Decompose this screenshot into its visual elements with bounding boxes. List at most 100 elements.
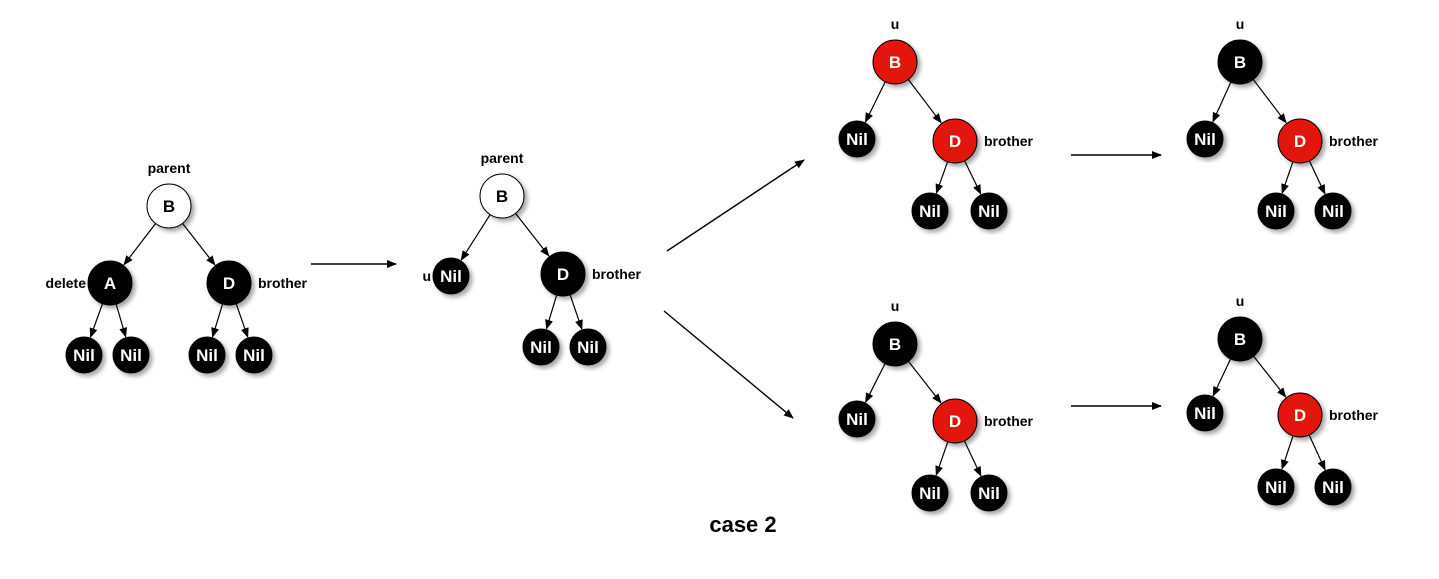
node-label: Nil [577,338,599,357]
edge-D-n3 [211,303,224,338]
node-label: Nil [196,346,218,365]
edge-B-D [182,222,216,266]
node-label: Nil [1322,202,1344,221]
tree-node-n2: Nil [970,474,1008,512]
node-label: B [163,197,175,216]
node-circle [569,328,607,366]
node-circle [540,251,586,297]
node-label: Nil [73,346,95,365]
node-label: A [104,274,116,293]
node-circle [1314,468,1352,506]
tree-node-n2: Nil [569,328,607,366]
node-annotation: brother [984,413,1034,429]
node-label: Nil [1194,130,1216,149]
node-label: Nil [530,338,552,357]
edge-D-n1 [935,441,949,476]
tree-node-B: Bu [872,298,918,367]
node-annotation: parent [148,160,191,176]
node-label: Nil [919,484,941,503]
node-circle [522,328,560,366]
node-label: Nil [846,410,868,429]
edge-D-n2 [963,440,982,477]
node-label: Nil [120,346,142,365]
node-circle [932,398,978,444]
node-label: D [1294,132,1306,151]
edge-B-D [1252,79,1287,124]
edge-D-n2 [1308,160,1326,195]
node-circle [1314,192,1352,230]
edge-B-L [864,81,886,123]
edge-D-n2 [964,160,982,195]
node-circle [206,260,252,306]
tree-node-n2: Nil [1314,468,1352,506]
node-circle [146,183,192,229]
node-circle [838,400,876,438]
edge-D-n2 [569,294,583,330]
transition-arrow-after-delete-to-top-before [666,159,805,252]
node-circle [1217,39,1263,85]
edge-B-D [908,360,942,404]
node-circle [932,118,978,164]
node-label: D [1294,406,1306,425]
tree-node-n1: Nil [522,328,560,366]
tree-node-B: Bu [1217,293,1263,362]
edge-B-L [865,363,886,403]
caption: case 2 [709,512,776,537]
node-circle [112,336,150,374]
node-annotation: brother [1329,133,1379,149]
node-label: D [949,412,961,431]
node-circle [1257,468,1295,506]
node-label: Nil [919,202,941,221]
node-annotation: brother [258,275,308,291]
node-circle [432,257,470,295]
node-label: Nil [846,130,868,149]
edge-D-n4 [235,303,249,338]
node-label: Nil [1194,404,1216,423]
tree-node-n1: Nil [1257,192,1295,230]
node-annotation: u [891,298,900,314]
edge-B-D [515,212,550,257]
tree-node-L: Nil [1186,120,1224,158]
tree-node-n3: Nil [188,336,226,374]
node-circle [1217,316,1263,362]
node-label: B [1234,53,1246,72]
node-circle [872,39,918,85]
tree-node-B: Bu [1217,16,1263,85]
tree-node-n2: Nil [1314,192,1352,230]
tree-node-L: Nil [1186,394,1224,432]
node-annotation: u [422,268,431,284]
tree-node-L: Nil [838,120,876,158]
tree-node-n1: Nil [911,474,949,512]
node-label: B [496,187,508,206]
tree-node-n1: Nil [911,192,949,230]
node-annotation: delete [46,275,87,291]
node-label: Nil [1265,478,1287,497]
node-label: Nil [978,202,1000,221]
edge-D-n1 [545,294,558,330]
node-annotation: brother [1329,407,1379,423]
node-circle [1277,118,1323,164]
node-annotation: u [891,16,900,32]
node-label: B [889,53,901,72]
tree-node-n4: Nil [235,336,273,374]
edge-B-D [1253,355,1287,398]
node-circle [1257,192,1295,230]
edge-B-U [460,214,491,261]
tree-node-B: Bu [872,16,918,85]
tree-node-L: Nil [838,400,876,438]
node-label: B [889,335,901,354]
edge-D-n1 [935,161,949,195]
